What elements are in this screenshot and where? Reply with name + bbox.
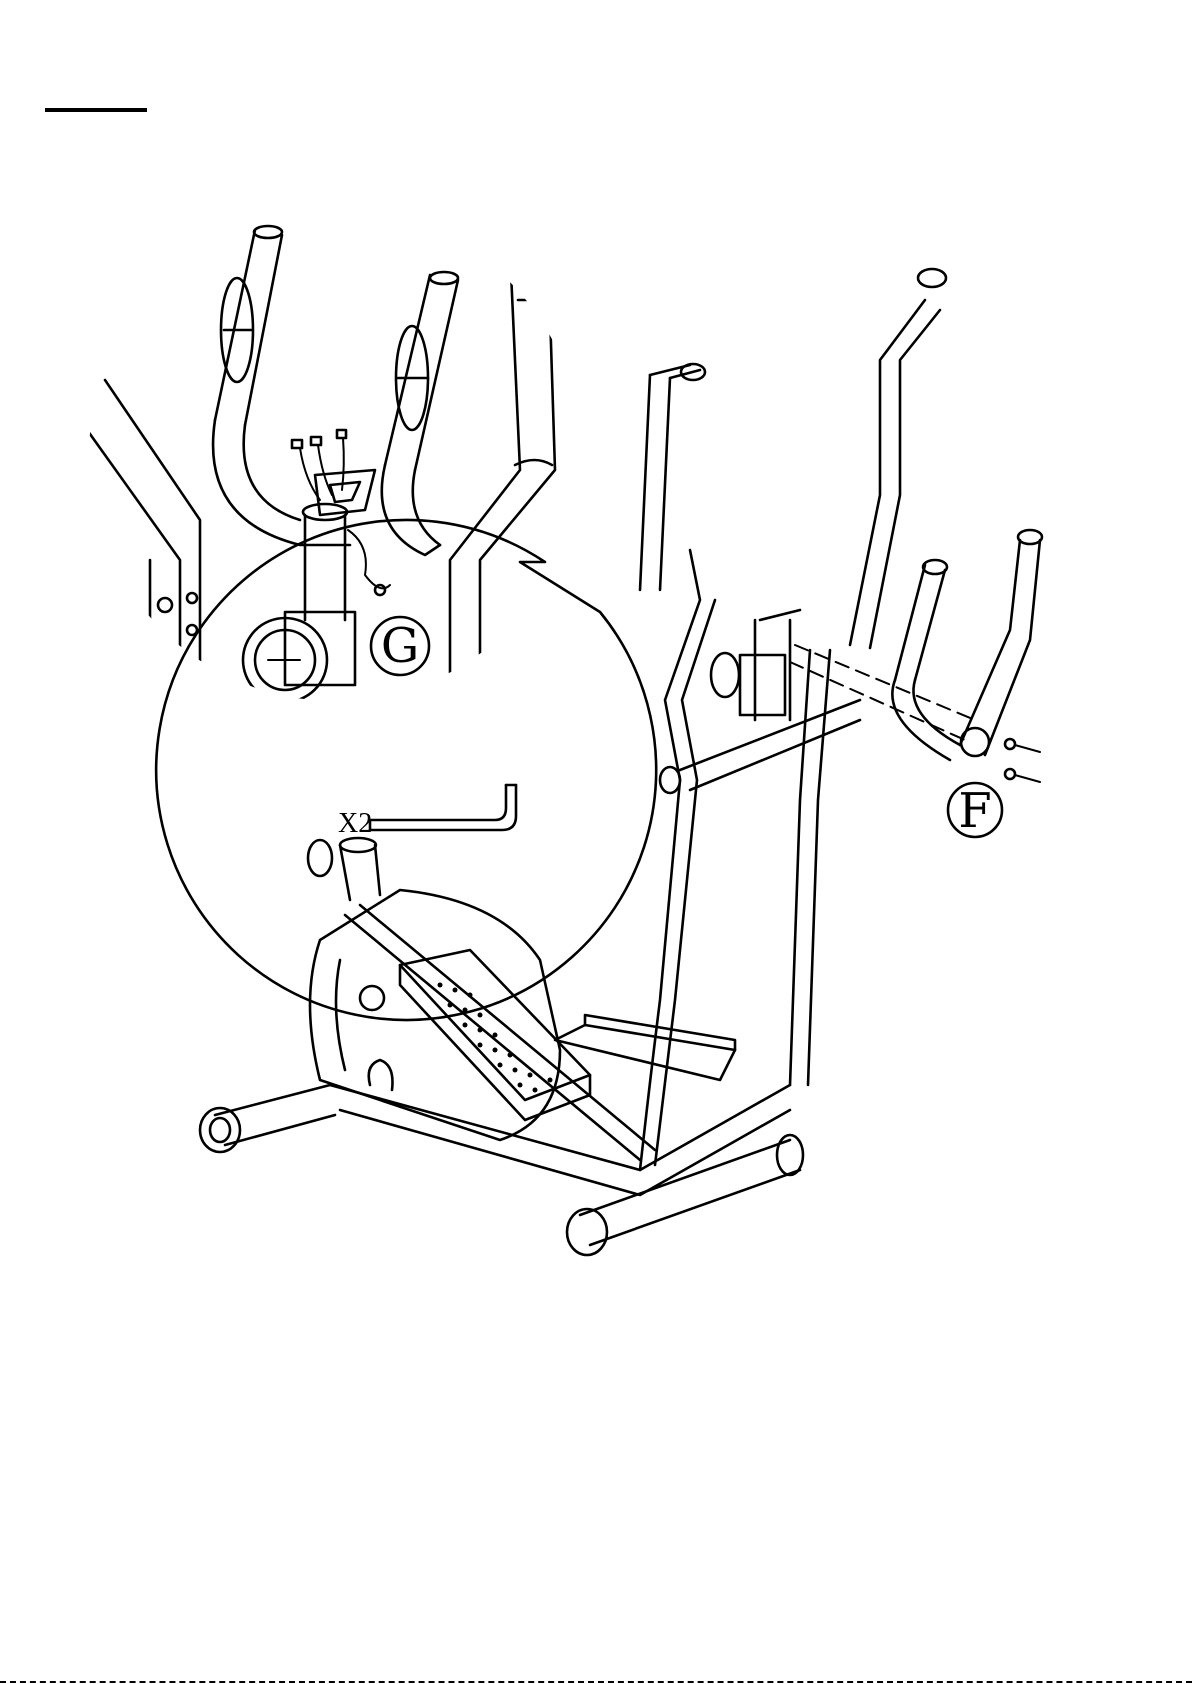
part-label-f: F — [958, 783, 991, 839]
detail-view-g: G — [80, 226, 656, 1020]
front-foot-cap-left — [567, 1209, 607, 1255]
handlebar-crossbar — [680, 700, 860, 770]
page-bottom-rule — [0, 1681, 1192, 1683]
front-stabilizer — [580, 1140, 790, 1215]
main-tension-knob — [711, 653, 739, 697]
detail-frame-tube-left — [80, 420, 180, 720]
left-lower-arm — [640, 550, 700, 1170]
pedal-right — [555, 1025, 735, 1080]
left-upper-arm — [640, 375, 650, 590]
rear-stabilizer — [215, 1085, 330, 1115]
tool-quantity-label: X2 — [338, 808, 372, 839]
right-upper-arm — [850, 300, 925, 645]
right-lower-arm — [790, 650, 810, 1085]
detail-label-g: G — [381, 618, 419, 674]
